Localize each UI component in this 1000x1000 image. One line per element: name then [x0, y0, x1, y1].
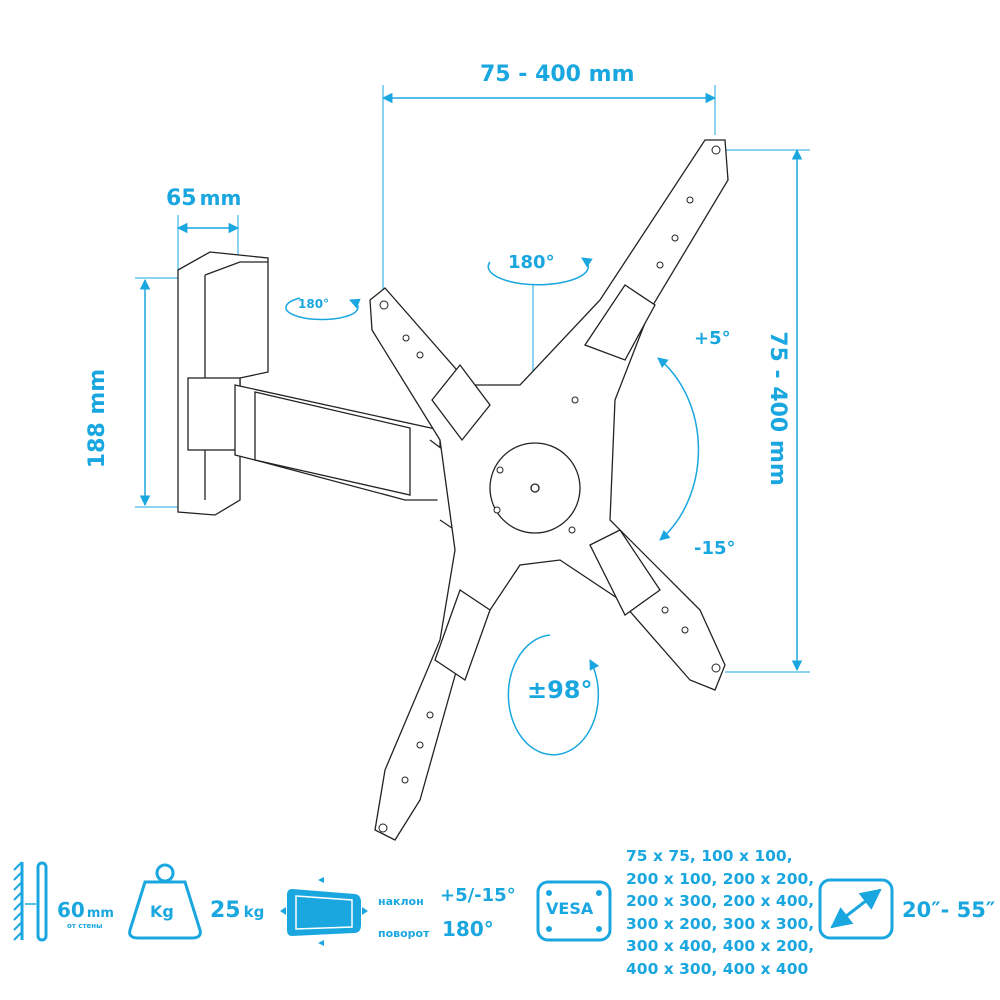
vesa-size-row: 75 x 75, 100 x 100, — [626, 847, 793, 865]
screen-size-value: 20″- 55″ — [902, 898, 996, 922]
vesa-size-row: 200 x 100, 200 x 200, — [626, 869, 815, 888]
vesa-size-row: 300 x 400, 400 x 200, — [626, 937, 815, 955]
wall-swivel-label: 180° — [298, 297, 330, 311]
vesa-size-row: 300 x 200, 300 x 300, — [626, 914, 815, 933]
mount-holes — [378, 145, 721, 833]
vesa-width-label: 75 - 400 mm — [480, 62, 635, 87]
vesa-size-row: 400 x 300, 400 x 400 — [626, 959, 809, 978]
vesa-height-label: 75 - 400 mm — [764, 331, 790, 486]
wall-plate — [177, 251, 269, 516]
vesa-plate — [369, 139, 729, 841]
tilt-up-label: +5° — [694, 328, 731, 349]
weight-icon — [128, 863, 202, 940]
dimension-lines — [135, 85, 810, 756]
screen-size-icon — [818, 878, 894, 940]
rotation-label: ±98° — [527, 676, 593, 704]
tilt-label: наклон — [378, 895, 424, 908]
vesa-size-row: 200 x 300, 200 x 400, — [626, 892, 815, 910]
wall-distance-caption: от стены — [67, 922, 103, 930]
plate-height-label: 188 mm — [85, 368, 111, 469]
vesa-icon-label: VESA — [546, 899, 594, 918]
weight-icon-label: Kg — [150, 902, 174, 921]
arm-swivel-label: 180° — [508, 252, 555, 273]
wall-distance-icon — [13, 861, 48, 942]
vesa-sizes-list: 75 x 75, 100 x 100, 200 x 100, 200 x 200… — [626, 845, 814, 980]
swivel-value: 180° — [442, 917, 494, 941]
tilt-swivel-icon — [280, 877, 368, 946]
tilt-value: +5/-15° — [440, 885, 516, 906]
swivel-label: поворот — [378, 927, 430, 940]
tilt-down-label: -15° — [694, 538, 736, 559]
vesa-icon — [536, 880, 612, 942]
